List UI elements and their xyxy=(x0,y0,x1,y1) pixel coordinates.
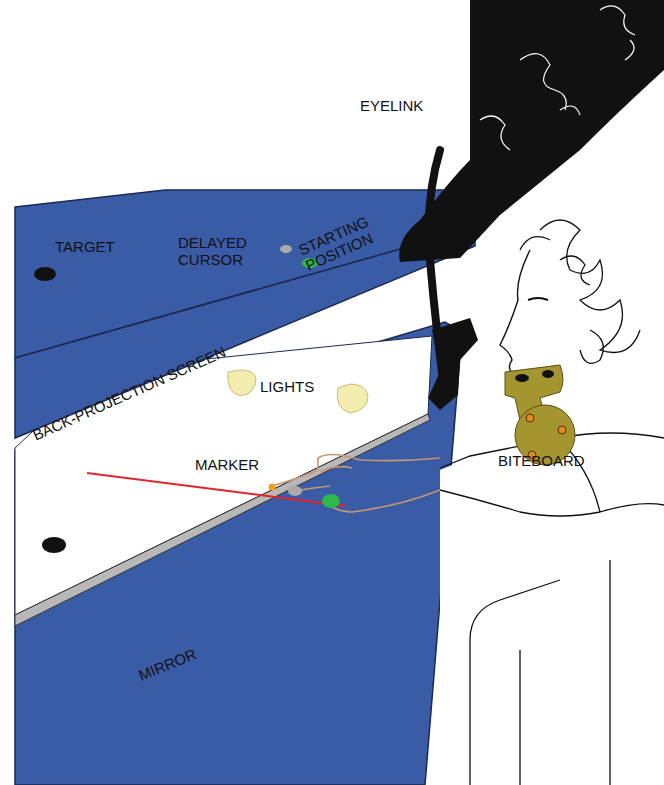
part-label: LIGHTS xyxy=(260,378,340,395)
mirror-edge xyxy=(15,414,430,626)
start-reflection xyxy=(322,494,340,508)
marker-dot xyxy=(269,484,276,491)
part-label: MARKER xyxy=(195,456,275,473)
chair-outline xyxy=(470,560,610,785)
eyelink-camera xyxy=(428,318,478,410)
light-shape xyxy=(337,384,368,413)
headset-texture xyxy=(480,6,635,150)
part-label: DELAYED CURSOR xyxy=(178,234,258,268)
part-label: TARGET xyxy=(55,238,135,255)
cursor-dot xyxy=(280,245,292,253)
biteboard-hole xyxy=(515,374,529,382)
biteboard-hole xyxy=(542,370,554,378)
target-dot xyxy=(34,267,56,281)
cursor-reflection xyxy=(288,486,302,496)
part-label: EYELINK xyxy=(360,97,460,114)
mirror-target-dot xyxy=(42,537,66,553)
hand-outline xyxy=(272,454,440,512)
biteboard-screw xyxy=(558,426,566,434)
light-shape xyxy=(228,370,256,396)
part-label: BITEBOARD xyxy=(498,452,608,469)
body-fill xyxy=(440,435,664,785)
biteboard-screw xyxy=(526,414,534,422)
hair-curls xyxy=(520,220,640,363)
headset xyxy=(399,0,664,262)
eye-mark xyxy=(528,298,548,300)
